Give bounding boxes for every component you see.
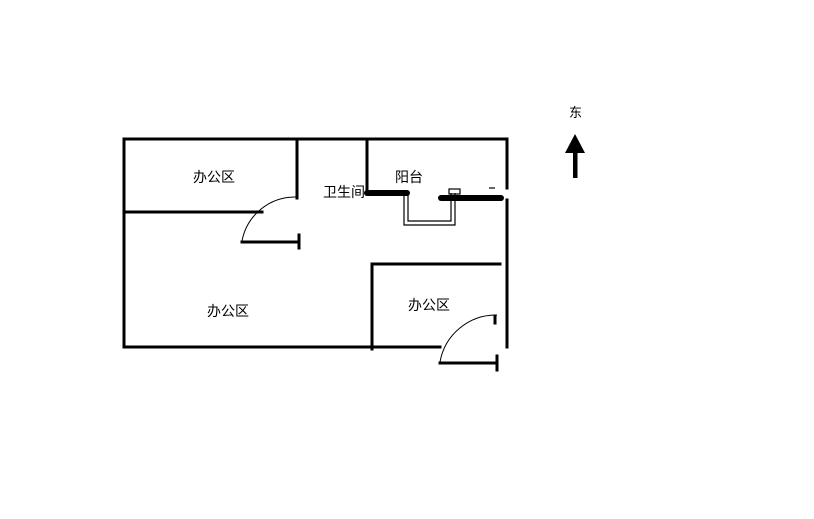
compass-arrow-icon	[565, 134, 585, 153]
outer-walls	[122, 137, 509, 349]
recess-outer	[403, 192, 456, 226]
recess-cap	[448, 188, 461, 195]
compass: 东	[565, 106, 585, 178]
room-label-restroom: 卫生间	[323, 185, 365, 201]
compass-shaft	[573, 150, 578, 178]
room-label-office-top-left: 办公区	[193, 170, 235, 186]
door-arc-bottom-right	[439, 314, 498, 363]
balcony-walls	[364, 190, 504, 201]
door-arc-top-left	[241, 196, 297, 242]
room-label-office-main: 办公区	[207, 304, 249, 320]
interior-walls	[122, 137, 502, 372]
balcony-recess	[403, 187, 495, 226]
compass-label: 东	[569, 106, 582, 121]
room-label-balcony: 阳台	[395, 170, 423, 186]
room-label-office-right: 办公区	[408, 298, 450, 314]
recess-inner	[407, 193, 452, 222]
door-swings	[241, 196, 498, 363]
